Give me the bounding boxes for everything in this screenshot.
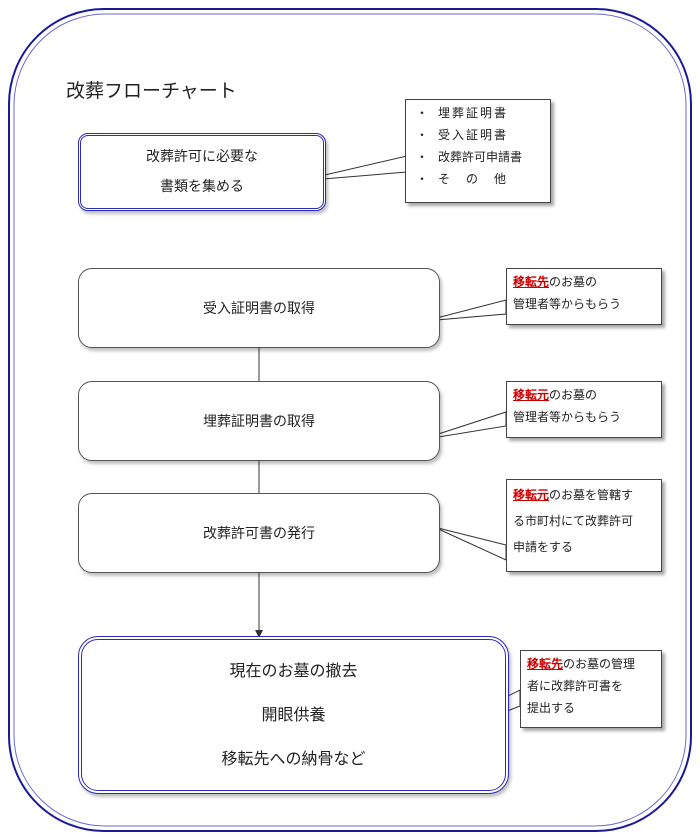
outer-frame-inner (13, 13, 687, 827)
step1-line1: 改葬許可に必要な (146, 149, 258, 165)
step3-label: 埋葬証明書の取得 (203, 414, 315, 430)
step-collect-documents: 改葬許可に必要な 書類を集める (78, 133, 326, 211)
note5-text3: 提出する (527, 701, 576, 715)
note4-accent: 移転元 (513, 488, 550, 502)
documents-list: ・埋葬証明書 ・受入証明書 ・改葬許可申請書 ・そ の 他 (405, 99, 551, 203)
note4-pointer (433, 526, 507, 561)
step-burial-certificate: 埋葬証明書の取得 (78, 381, 440, 461)
step4-label: 改葬許可書の発行 (203, 526, 315, 542)
note2-accent: 移転先 (513, 275, 550, 289)
document-item: ・埋葬証明書 (416, 106, 509, 120)
document-item: ・そ の 他 (416, 172, 509, 186)
step-receive-certificate: 受入証明書の取得 (78, 268, 440, 348)
document-item: ・受入証明書 (416, 128, 509, 142)
note3-accent: 移転元 (513, 388, 550, 402)
diagram-title: 改葬フローチャート (66, 80, 237, 102)
step5-line2: 開眼供養 (261, 705, 326, 724)
step1-line2: 書類を集める (160, 179, 244, 195)
note-step2: 移転先のお墓の 管理者等からもらう (506, 268, 662, 325)
note5-text2: 者に改葬許可書を (527, 679, 624, 693)
note5-text1: のお墓の管理 (563, 657, 636, 671)
note5-accent: 移転先 (527, 657, 564, 671)
note2-text2: 管理者等からもらう (513, 297, 622, 311)
step2-label: 受入証明書の取得 (203, 301, 315, 317)
note2-text1: のお墓の (549, 275, 598, 289)
note-step3: 移転元のお墓の 管理者等からもらう (506, 381, 662, 438)
note-step4: 移転元のお墓を管轄す る市町村にて改葬許可 申請をする (506, 479, 662, 572)
note4-text2: る市町村にて改葬許可 (513, 514, 634, 528)
note-step5: 移転先のお墓の管理 者に改葬許可書を 提出する (520, 650, 662, 728)
note3-text1: のお墓の (549, 388, 598, 402)
step5-line3: 移転先への納骨など (221, 749, 366, 768)
note3-text2: 管理者等からもらう (513, 410, 622, 424)
outer-frame (8, 8, 692, 832)
note4-text3: 申請をする (513, 540, 574, 554)
document-item: ・改葬許可申請書 (416, 150, 523, 164)
step-final-actions: 現在のお墓の撤去 開眼供養 移転先への納骨など (78, 636, 509, 794)
note4-text1: のお墓を管轄す (549, 488, 634, 502)
step5-line1: 現在のお墓の撤去 (229, 661, 358, 680)
step-reburial-permit: 改葬許可書の発行 (78, 493, 440, 573)
